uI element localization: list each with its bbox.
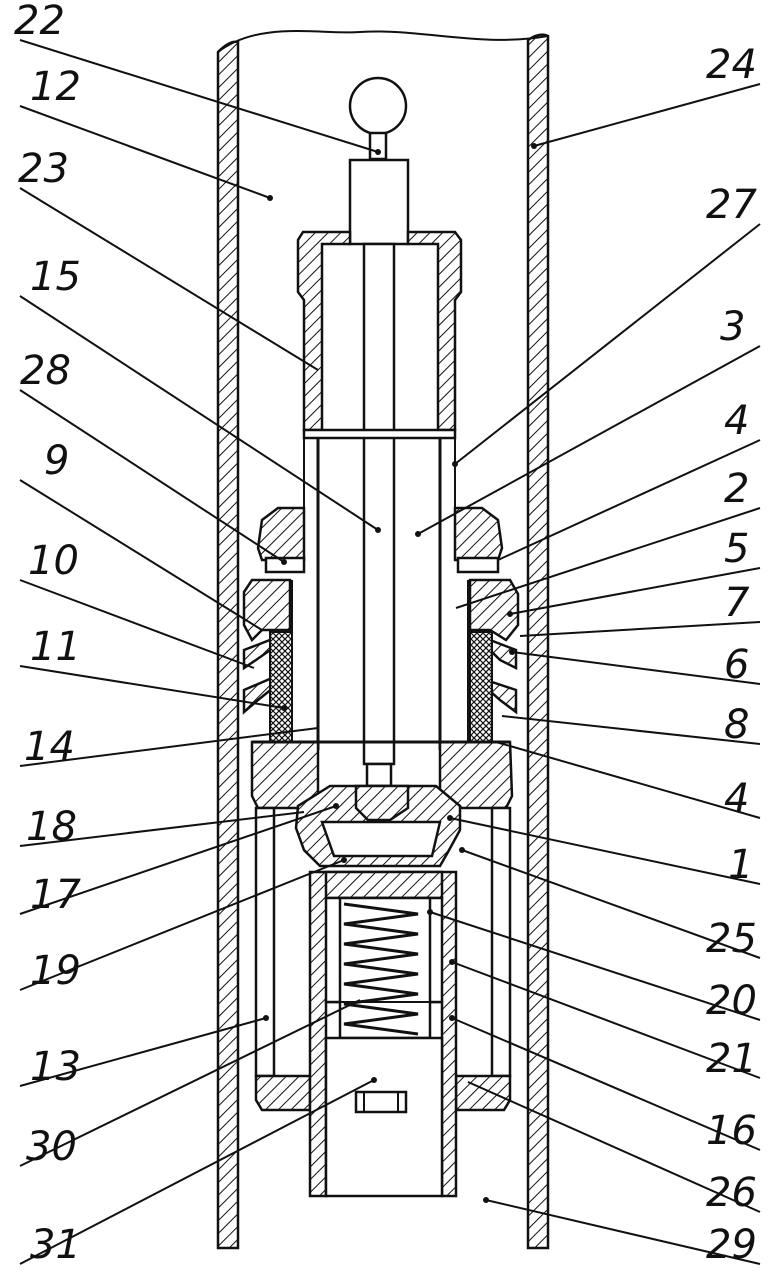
outer-cup [254,806,512,1112]
leaders-left [19,39,381,1265]
label-14: 14 [24,724,75,770]
label-3: 3 [720,304,745,350]
casing-top-break [217,30,549,53]
label-31: 31 [30,1222,81,1268]
knob-neck [368,131,388,161]
spring-housing [308,870,458,1198]
labels-right-group: 24 27 3 4 2 5 7 6 8 4 1 25 20 21 16 26 2… [706,42,757,1268]
label-4-upper: 4 [724,398,749,444]
casing-right-wall [526,33,550,1250]
label-21: 21 [706,1036,757,1082]
label-5: 5 [724,526,749,572]
left-upper-nut [256,506,306,574]
label-11: 11 [30,624,81,670]
label-22: 22 [14,0,65,44]
leaders-right [415,83,761,1265]
label-12: 12 [30,64,81,110]
central-rod [362,242,396,788]
inner-tube [302,428,457,750]
right-clamp [467,578,520,743]
bottom-plunger [324,1036,444,1198]
label-13: 13 [30,1044,81,1090]
label-23: 23 [18,146,69,192]
label-16: 16 [706,1108,757,1154]
labels-left-group: 22 12 23 15 28 9 10 11 14 18 17 19 13 30… [14,0,81,1268]
label-17: 17 [30,872,81,918]
label-30: 30 [26,1124,77,1170]
label-10: 10 [28,538,79,584]
lower-housing [250,740,514,810]
handle-block [348,158,410,246]
label-25: 25 [706,916,757,962]
valve-body [294,784,462,868]
label-26: 26 [706,1170,757,1216]
left-mesh-seal [269,631,293,743]
left-clamp [242,578,293,743]
label-8: 8 [724,702,749,748]
label-1: 1 [728,842,753,888]
label-19: 19 [30,948,81,994]
ball-knob [348,76,408,136]
label-27: 27 [706,182,757,228]
spring [343,902,419,1036]
handle-assembly [348,76,410,246]
right-upper-nut [453,506,504,574]
right-mesh-seal [469,631,493,743]
label-24: 24 [706,42,757,88]
label-20: 20 [706,978,757,1024]
label-7: 7 [724,580,750,626]
label-4-lower: 4 [724,776,749,822]
label-6: 6 [724,642,749,688]
label-9: 9 [44,438,69,484]
label-28: 28 [20,348,71,394]
label-2: 2 [724,466,749,512]
label-29: 29 [706,1222,757,1268]
upper-sleeve [296,230,463,432]
label-18: 18 [26,804,77,850]
label-15: 15 [30,254,81,300]
